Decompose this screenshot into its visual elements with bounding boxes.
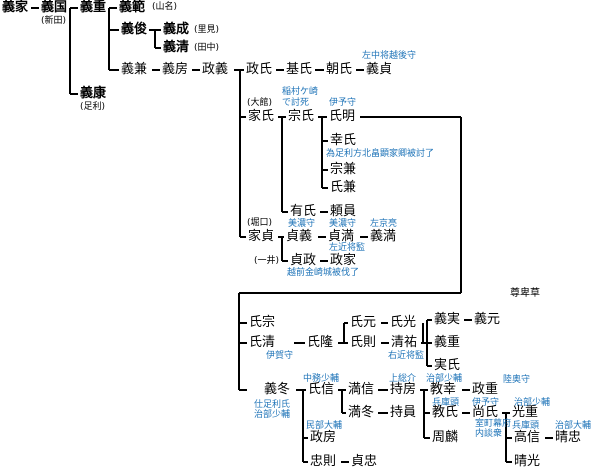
ann-iga: 伊賀守 <box>266 351 294 361</box>
node-ujiaki: 氏明 <box>329 109 356 124</box>
node-yoshikiyo: 義清 <box>163 40 190 55</box>
node-yorikazu: 頼員 <box>330 204 357 219</box>
node-yoshishige2: 義重 <box>434 335 461 350</box>
ann-sakyo: 左京亮 <box>370 219 398 229</box>
node-norisachi: 教幸 <box>430 382 457 397</box>
ann-ukon: 右近将監 <box>388 351 425 361</box>
node-sadamitsu-a: 貞満 <box>328 229 355 244</box>
node-sadatada: 貞忠 <box>351 454 378 469</box>
node-ujimitsu: 氏光 <box>390 315 417 330</box>
node-yoshifusa: 義房 <box>162 62 189 77</box>
note-nitta: (新田) <box>41 16 67 26</box>
node-masauji: 政氏 <box>246 62 273 77</box>
node-noriuji: 教氏 <box>432 405 459 420</box>
node-yoshimitsu-a: 義満 <box>370 229 397 244</box>
ann-jibu1: 治部少輔 <box>426 374 463 384</box>
ann-sakon: 左近将監 <box>329 243 366 253</box>
node-ujikane: 氏兼 <box>330 180 357 195</box>
node-yukiuji: 幸氏 <box>330 133 357 148</box>
node-yoshikuni: 義国 <box>41 0 68 15</box>
node-motouji: 基氏 <box>286 62 313 77</box>
node-ujimune: 氏宗 <box>249 315 276 330</box>
node-yoshiie: 義家 <box>2 0 29 15</box>
note-tanaka: (田中) <box>194 43 220 53</box>
note-ichii: (一井) <box>254 256 280 266</box>
node-munekane: 宗兼 <box>330 162 357 177</box>
ann-mino1: 美濃守 <box>288 219 316 229</box>
node-yoshifuyu: 義冬 <box>264 382 291 397</box>
node-ieuji: 家氏 <box>248 109 275 124</box>
node-yoshinari: 義成 <box>163 22 190 37</box>
ann-detoushi: で討死 <box>282 98 310 108</box>
note-source: 尊卑草 <box>510 288 540 299</box>
node-ujinori: 氏則 <box>350 335 377 350</box>
note-yamana: (山名) <box>152 2 178 12</box>
ann-kazusa: 上総介 <box>389 374 417 384</box>
node-masashige: 政重 <box>472 382 499 397</box>
node-ujimoto: 氏元 <box>350 315 377 330</box>
ann-sachujo: 左中将越後守 <box>362 51 417 61</box>
node-yoshimoto: 義元 <box>474 312 501 327</box>
node-sanuji: 実氏 <box>434 358 461 373</box>
node-iesada: 家貞 <box>248 229 275 244</box>
node-kiyosuke: 清祐 <box>391 335 418 350</box>
node-masaie: 政家 <box>330 253 357 268</box>
node-ariuji: 有氏 <box>290 204 317 219</box>
ann-jibu3: 治部少輔 <box>514 398 551 408</box>
node-harumitsu: 晴光 <box>514 454 541 469</box>
node-yoshishige: 義重 <box>80 0 107 15</box>
ann-shitei: 仕足利氏 <box>254 400 291 410</box>
ann-tamenotari: 為足利方北畠顕家卿被討了 <box>326 149 435 159</box>
ann-mino2: 美濃守 <box>329 219 357 229</box>
node-masafusa: 政房 <box>310 430 337 445</box>
ann-jibu4: 治部大輔 <box>555 421 592 431</box>
ann-iyo2: 伊予守 <box>472 398 500 408</box>
node-ujitaka: 氏隆 <box>307 335 334 350</box>
note-ashikaga: (足利) <box>80 102 106 112</box>
ann-muromachi: 室町幕府 <box>475 419 512 429</box>
node-harutada: 晴忠 <box>555 430 582 445</box>
node-takanobu: 高信 <box>514 430 541 445</box>
ann-echizen: 越前金崎城被伐了 <box>287 268 360 278</box>
node-yoshinori: 義範 <box>119 0 146 15</box>
node-masayoshi: 政義 <box>202 62 229 77</box>
node-mitsufuyu: 満冬 <box>348 405 375 420</box>
node-yoshiyasu: 義康 <box>80 86 107 101</box>
node-naouji: 尚氏 <box>472 405 499 420</box>
node-tomouji: 朝氏 <box>326 62 353 77</box>
ann-inamura: 稲村ケ崎 <box>282 87 319 97</box>
node-yoshikane: 義兼 <box>121 62 148 77</box>
node-shurin: 周麟 <box>432 430 459 445</box>
ann-naidan: 内談衆 <box>475 429 503 439</box>
ann-mutsu: 陸奥守 <box>503 375 531 385</box>
node-tadanori: 忠則 <box>310 454 337 469</box>
node-mochikata: 持房 <box>390 382 417 397</box>
node-sadamasa: 貞政 <box>290 253 317 268</box>
node-yoshisada: 義貞 <box>366 62 393 77</box>
node-mochisuke: 持員 <box>390 405 417 420</box>
note-satomi: (里見) <box>194 25 220 35</box>
node-mitsushige: 光重 <box>512 405 539 420</box>
node-muneuji: 宗氏 <box>288 109 315 124</box>
ann-jibu2: 治部少輔 <box>254 410 291 420</box>
node-ujikiyo: 氏清 <box>249 335 276 350</box>
node-sadayoshi: 貞義 <box>286 229 313 244</box>
ann-hyobu2: 兵庫頭 <box>512 421 540 431</box>
node-mitsunobu: 満信 <box>348 382 375 397</box>
note-horiguchi: (堀口) <box>247 218 273 228</box>
ann-hyobu1: 兵庫頭 <box>432 398 460 408</box>
lineage-line-group <box>31 7 553 463</box>
node-ujinobu: 氏信 <box>308 382 335 397</box>
note-ohdate: (大館) <box>247 98 273 108</box>
ann-minbu: 民部大輔 <box>306 421 343 431</box>
node-yoshitoshi: 義俊 <box>121 22 148 37</box>
node-yoshizane: 義実 <box>434 312 461 327</box>
ann-nakatsukasa: 中務少輔 <box>303 374 340 384</box>
ann-iyo1: 伊予守 <box>329 98 357 108</box>
